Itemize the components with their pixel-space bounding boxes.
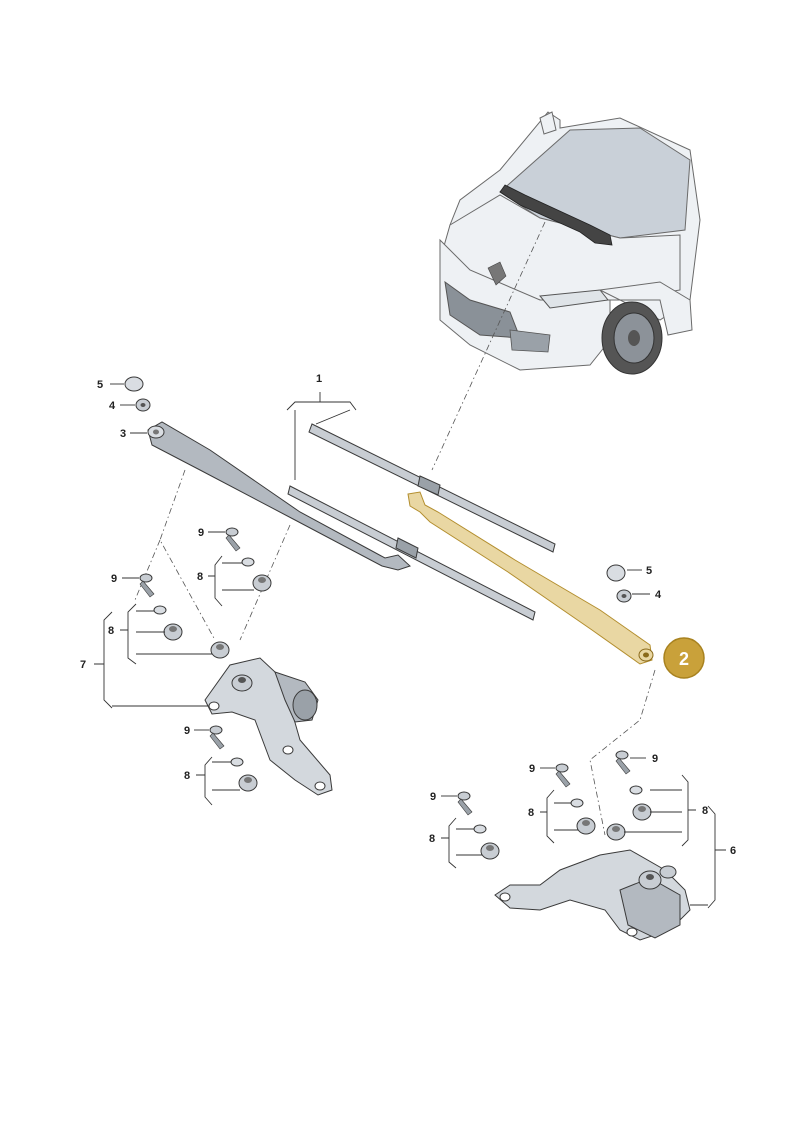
callout-9-a: 9 xyxy=(198,527,204,539)
washer-nut-set-1 xyxy=(241,557,272,592)
bolt-4 xyxy=(555,763,571,788)
wiper-arm-highlighted xyxy=(407,491,654,665)
washer-nut-set-3 xyxy=(230,757,258,792)
small-parts xyxy=(124,376,652,860)
callout-8-d: 8 xyxy=(528,807,534,819)
callout-6: 6 xyxy=(730,845,736,857)
wiper-motor-left xyxy=(204,657,333,796)
callout-8-a: 8 xyxy=(197,571,203,583)
callout-1: 1 xyxy=(316,373,322,385)
callout-9-c: 9 xyxy=(184,725,190,737)
callout-9-d: 9 xyxy=(529,763,535,775)
wiper-blade-lower xyxy=(287,485,536,621)
wiper-arm-left xyxy=(147,421,411,571)
callout-5-left: 5 xyxy=(97,379,103,391)
highlight-callout-2: 2 xyxy=(663,637,705,679)
cap-right xyxy=(606,564,626,582)
callout-9-b: 9 xyxy=(111,573,117,585)
callout-labels: 1 3 4 5 4 5 6 7 8 8 8 8 8 8 9 9 9 9 9 9 xyxy=(80,373,736,857)
bolt-2 xyxy=(139,573,155,598)
callout-8-b: 8 xyxy=(108,625,114,637)
callout-5-right: 5 xyxy=(646,565,652,577)
highlight-callout-label: 2 xyxy=(679,649,689,669)
callout-leaders xyxy=(94,383,726,909)
washer-nut-set-6 xyxy=(473,824,500,860)
callout-8-c: 8 xyxy=(184,770,190,782)
callout-4-right: 4 xyxy=(655,589,662,601)
washer-nut-set-2 xyxy=(153,605,230,659)
washer-nut-set-4 xyxy=(570,798,626,841)
cap-left xyxy=(124,376,144,392)
wiper-blade-upper xyxy=(308,423,556,553)
nut-left xyxy=(135,398,151,412)
callout-8-e: 8 xyxy=(702,805,708,817)
callout-4-left: 4 xyxy=(109,400,116,412)
callout-3: 3 xyxy=(120,428,126,440)
assembly-leader-lines xyxy=(134,221,656,836)
callout-9-e: 9 xyxy=(652,753,658,765)
bolt-5 xyxy=(615,750,631,775)
bolt-6 xyxy=(457,791,473,816)
callout-7: 7 xyxy=(80,659,86,671)
car-front-illustration xyxy=(439,111,701,375)
nut-right xyxy=(616,589,632,603)
bolt-1 xyxy=(225,527,241,552)
callout-9-f: 9 xyxy=(430,791,436,803)
washer-nut-set-5 xyxy=(629,785,652,821)
wiper-motor-right xyxy=(494,849,691,941)
callout-8-f: 8 xyxy=(429,833,435,845)
bolt-3 xyxy=(209,725,225,750)
